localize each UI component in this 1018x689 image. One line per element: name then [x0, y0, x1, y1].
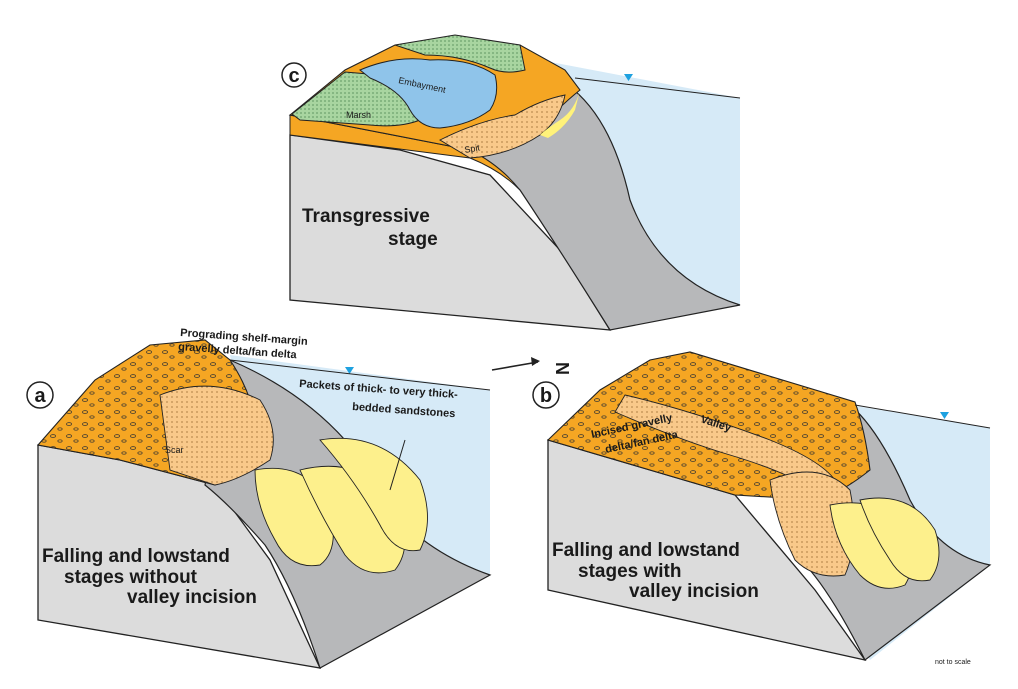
panel-c-water-marker [624, 74, 633, 81]
panel-b-water-marker [940, 412, 949, 419]
panel-a-letter: a [34, 385, 46, 407]
panel-c-stage-line1: Transgressive [302, 206, 430, 227]
panel-b-stage-line2: stages with [578, 561, 681, 582]
panel-c-letter-circle [281, 62, 307, 88]
panel-a-water-marker [345, 367, 354, 374]
panel-b-letter-circle [532, 381, 560, 409]
north-arrow-label: N [552, 362, 572, 375]
panel-b-lobe-2 [859, 497, 940, 582]
north-arrow-shaft [491, 361, 539, 371]
panel-a-sea-surface [229, 359, 491, 391]
panel-a-stage-line3: valley incision [127, 587, 257, 608]
panel-a-stage-line2: stages without [64, 567, 198, 588]
panel-c-stage-line2: stage [388, 229, 438, 250]
packets-leader-line [389, 439, 406, 491]
panel-a-stage-line1: Falling and lowstand [42, 546, 230, 567]
panel-a-lobe-3 [319, 437, 428, 552]
panel-b-sea-surface [854, 404, 991, 429]
panel-a: a Prograding shelf-margin gravelly delta… [26, 327, 492, 669]
panel-b-stage-line1: Falling and lowstand [552, 540, 740, 561]
scale-note: not to scale [935, 659, 971, 666]
panel-a-letter-circle [26, 381, 54, 409]
spit-label: Spit [464, 142, 482, 155]
panel-c-sea-surface [574, 77, 741, 99]
panel-b-delta-front [769, 471, 855, 577]
panel-c-letter: c [288, 65, 299, 87]
panel-a-foreset-band [159, 385, 274, 486]
marsh-label: Marsh [346, 110, 371, 120]
panel-c-shelf-band [289, 114, 521, 191]
north-arrow-head [531, 357, 540, 366]
panel-c-shoreface [540, 90, 580, 138]
panel-b-stage-line3: valley incision [629, 581, 759, 602]
panel-c-embayment [359, 58, 498, 129]
panel-c: c Embayment Marsh Spit Transgressive sta… [281, 34, 741, 331]
panel-b: b Incised gravelly delta/fan delta Valle… [532, 351, 992, 661]
scar-label: Scar [165, 445, 184, 455]
panel-b-letter: b [540, 385, 552, 407]
panel-c-marsh-right [394, 34, 526, 73]
north-arrow: N [491, 357, 572, 375]
panel-c-spit-area [439, 94, 566, 159]
